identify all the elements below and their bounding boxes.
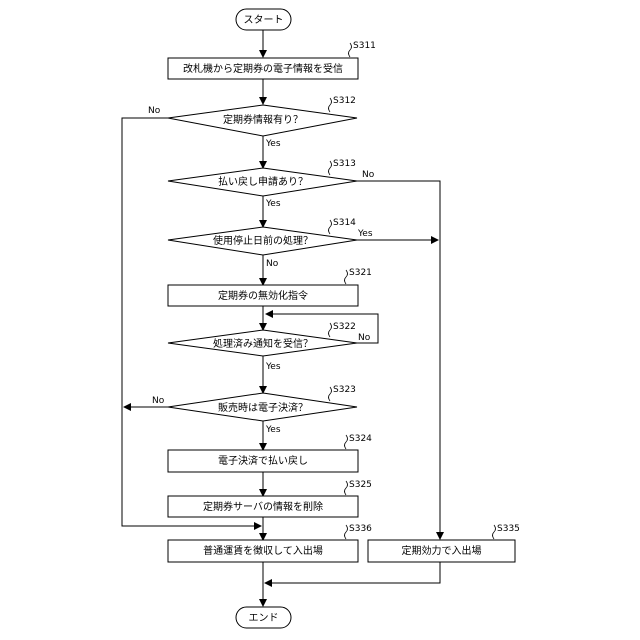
leader-s312 [329,98,332,112]
label-s312-no: No [148,106,161,116]
terminal-start: スタート [236,9,291,30]
leader-s324 [345,435,348,449]
decision-s314-text: 使用停止日前の処理？ [213,234,313,247]
process-s325-text: 定期券サーバの情報を削除 [203,500,323,513]
label-s322-yes: Yes [265,362,281,372]
label-s314-no: No [266,259,279,269]
leader-s323 [329,387,332,401]
process-s324: 電子決済で払い戻し [168,450,358,472]
step-label-s336: S336 [349,524,372,534]
edge-s335-merge [265,562,440,583]
step-label-s321: S321 [349,268,372,278]
step-label-s312: S312 [333,96,356,106]
leader-s335 [493,525,496,539]
step-label-s322: S322 [333,322,356,332]
process-s336: 普通運賃を徴収して入出場 [168,540,358,562]
process-s335: 定期効力で入出場 [368,540,515,562]
process-s311-text: 改札機から定期券の電子情報を受信 [183,62,343,75]
step-label-s323: S323 [333,385,356,395]
decision-s312-text: 定期券情報有り？ [223,113,303,126]
process-s324-text: 電子決済で払い戻し [218,454,308,467]
label-s323-yes: Yes [265,425,281,435]
process-s336-text: 普通運賃を徴収して入出場 [203,544,323,557]
step-label-s311: S311 [353,41,376,51]
terminal-end: エンド [236,607,291,628]
leader-s321 [345,270,348,284]
leader-s325 [345,481,348,495]
step-label-s325: S325 [349,480,372,490]
step-label-s324: S324 [349,434,372,444]
terminal-start-text: スタート [244,14,284,26]
terminal-end-text: エンド [249,613,279,624]
label-s312-yes: Yes [265,139,281,149]
leader-s313 [329,161,332,175]
decision-s322-text: 処理済み通知を受信？ [213,337,313,350]
label-s314-yes: Yes [357,229,373,239]
process-s321: 定期券の無効化指令 [168,285,358,306]
label-s323-no: No [152,396,165,406]
process-s325: 定期券サーバの情報を削除 [168,496,358,517]
leader-s336 [345,525,348,539]
decision-s313-text: 払い戻し申請あり？ [218,175,308,188]
leader-s311 [349,43,352,57]
process-s335-text: 定期効力で入出場 [402,544,482,557]
leader-s314 [329,220,332,234]
label-s322-no: No [358,333,371,343]
leader-s322 [329,323,332,337]
process-s321-text: 定期券の無効化指令 [218,289,308,302]
step-label-s314: S314 [333,218,356,228]
label-s313-no: No [362,170,375,180]
step-label-s335: S335 [497,524,520,534]
label-s313-yes: Yes [265,199,281,209]
step-label-s313: S313 [333,159,356,169]
process-s311: 改札機から定期券の電子情報を受信 [168,58,358,79]
decision-s323-text: 販売時は電子決済？ [218,401,308,414]
